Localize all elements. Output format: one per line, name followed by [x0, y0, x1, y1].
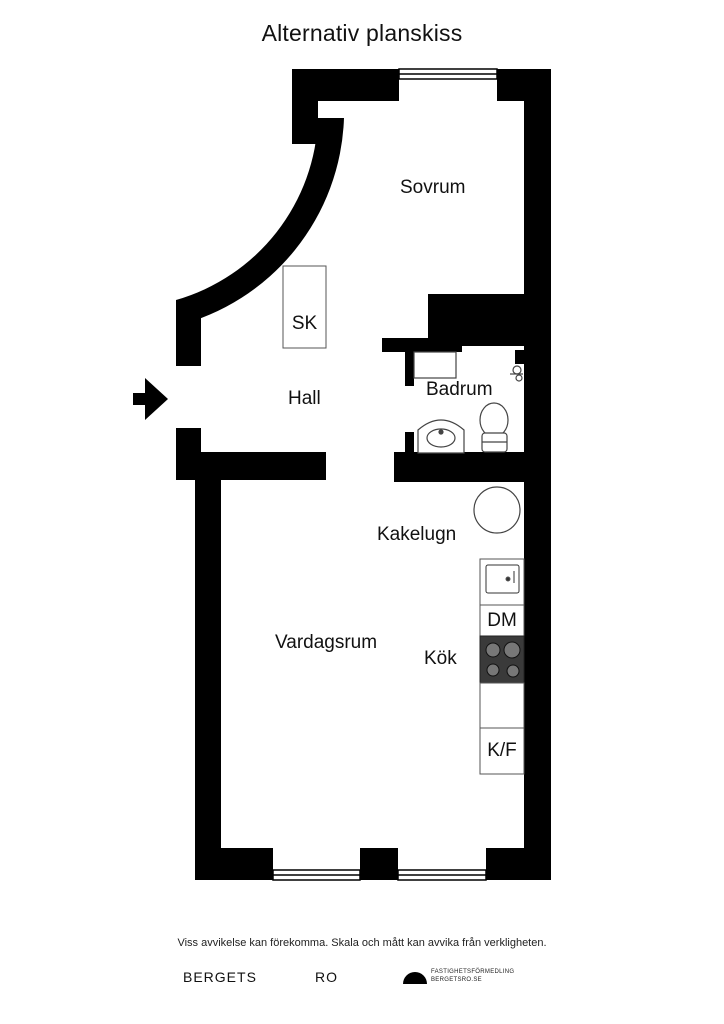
wall-bottom-right — [486, 848, 551, 880]
counter-space — [479, 682, 525, 729]
wall-partition-ledge — [382, 338, 462, 352]
fridge-freezer-label: K/F — [487, 740, 517, 761]
wall-bedroom-left — [292, 69, 318, 144]
wall-bath-stub-lower — [405, 432, 414, 454]
toilet-icon — [479, 402, 509, 453]
agency-line-2: BERGETSRO.SE — [431, 977, 482, 983]
agency-line-1: FASTIGHETSFÖRMEDLING — [431, 969, 515, 975]
room-label-hall: Hall — [288, 388, 321, 409]
windows — [272, 68, 498, 881]
room-label-vardagsrum: Vardagsrum — [275, 632, 378, 653]
walls — [176, 69, 551, 880]
brand-right: RO — [315, 969, 338, 985]
dishwasher-label: DM — [487, 610, 517, 631]
window-bottom-right — [397, 869, 487, 881]
wall-bath-bottom — [394, 452, 551, 482]
washbasin-icon — [417, 419, 465, 454]
wall-living-left — [195, 480, 221, 880]
fridge-freezer-box — [479, 727, 525, 775]
brand-left: BERGETS — [183, 969, 257, 985]
half-circle-logo-icon — [403, 972, 427, 984]
wall-partition-block — [428, 294, 551, 346]
room-label-kakelugn: Kakelugn — [377, 524, 457, 545]
room-label-badrum: Badrum — [426, 379, 493, 400]
tiled-stove-icon — [473, 486, 521, 534]
shower-icon — [510, 365, 523, 382]
wall-bottom-mid — [360, 848, 398, 880]
wall-nub — [515, 350, 525, 364]
wall-hall-left-upper — [176, 300, 201, 366]
disclaimer-text: Viss avvikelse kan förekomma. Skala och … — [177, 937, 547, 949]
plan-title: Alternativ planskiss — [261, 20, 463, 46]
wall-hall-bottom — [176, 452, 326, 480]
wardrobe-label: SK — [291, 313, 318, 334]
room-label-kok: Kök — [424, 648, 457, 669]
window-top — [398, 68, 498, 80]
window-bottom-left — [272, 869, 361, 881]
wall-bottom-left — [195, 848, 273, 880]
kitchen-counter — [479, 558, 525, 775]
wardrobe-box — [282, 265, 327, 349]
dishwasher-box — [479, 604, 525, 637]
bath-cabinet — [413, 351, 457, 379]
bathroom-fixtures — [413, 351, 523, 454]
wall-bath-stub-upper — [405, 338, 414, 386]
room-label-sovrum: Sovrum — [400, 177, 466, 198]
stove-icon — [479, 635, 525, 684]
entrance-arrow-icon — [133, 378, 168, 420]
